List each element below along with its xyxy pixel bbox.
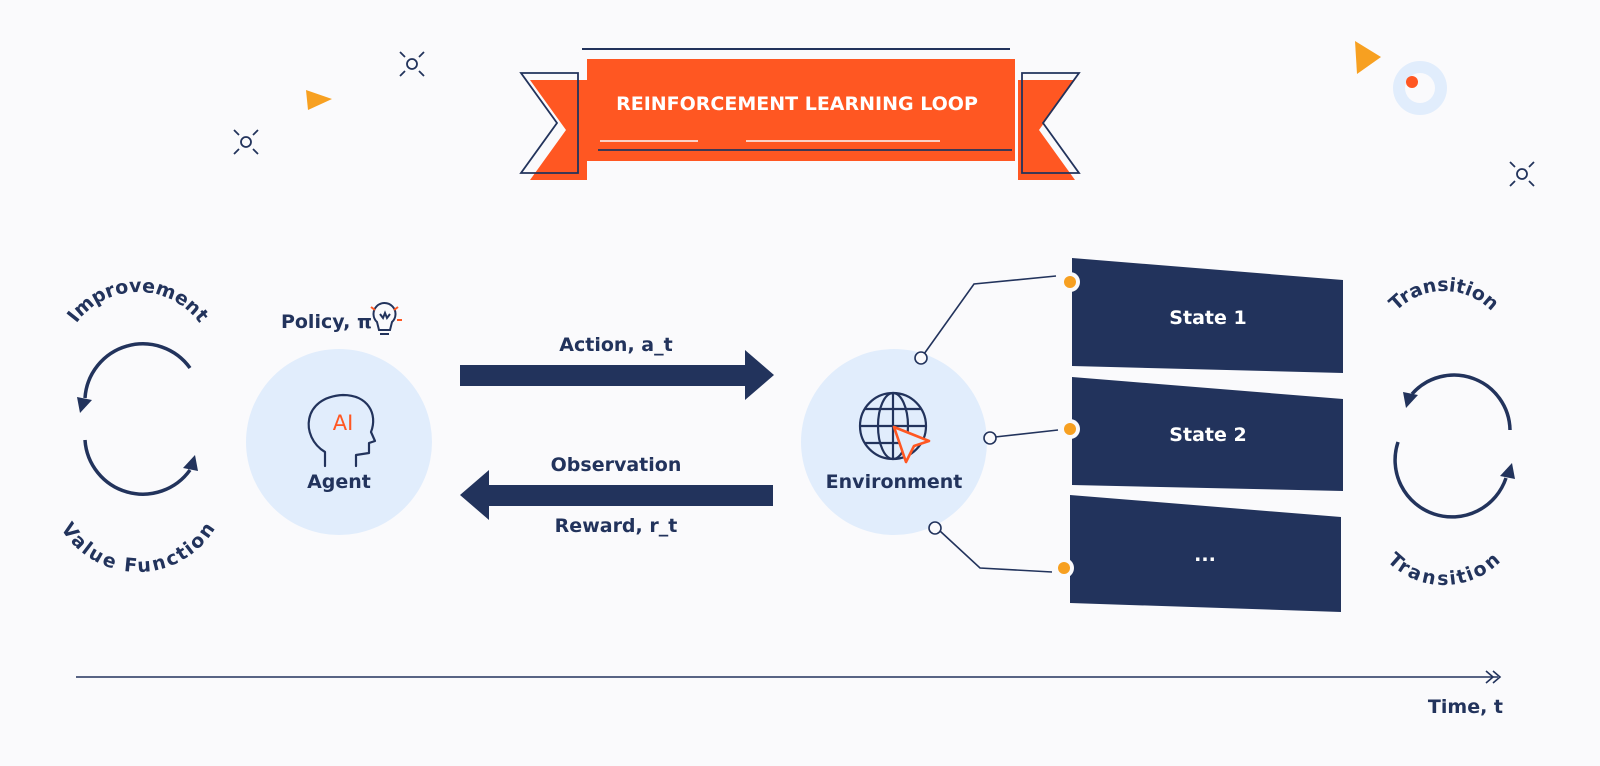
reward-label: Reward, r_t (555, 515, 678, 537)
transition-top-label: Transition (1385, 274, 1503, 315)
policy-label: Policy, π (281, 311, 372, 333)
action-arrow: Action, a_t (460, 334, 774, 400)
value-function-label: Value Function (56, 519, 219, 578)
environment-node: Environment (801, 349, 987, 535)
triangle-icon (1355, 41, 1381, 74)
improvement-label: Improvement (63, 275, 213, 327)
page-title: REINFORCEMENT LEARNING LOOP (616, 93, 978, 115)
title-ribbon: REINFORCEMENT LEARNING LOOP (519, 48, 1081, 180)
cycle-arrow-icon (83, 439, 192, 496)
state-card: ... (1054, 495, 1341, 612)
state-connectors (914, 275, 1059, 573)
state-card: State 2 (1060, 377, 1343, 491)
sparkle-icon (1509, 161, 1535, 187)
observation-arrow: Observation Reward, r_t (460, 454, 773, 537)
environment-label: Environment (826, 471, 963, 493)
agent-node: Policy, π AI Agent (246, 301, 432, 535)
lightbulb-icon (370, 301, 402, 335)
agent-label: Agent (307, 471, 371, 493)
globe-cursor-icon (858, 391, 931, 464)
head-icon (307, 393, 377, 468)
state-label: State 1 (1169, 307, 1246, 329)
left-cycle: Improvement Value Function (56, 275, 219, 577)
time-axis: Time, t (76, 670, 1503, 718)
action-label: Action, a_t (559, 334, 672, 356)
target-dot-icon (1393, 61, 1447, 115)
state-label: ... (1194, 544, 1216, 566)
observation-label: Observation (551, 454, 682, 476)
state-card: State 1 (1060, 258, 1343, 373)
cycle-arrow-icon (1393, 441, 1508, 519)
agent-icon-text: AI (333, 411, 354, 435)
state-label: State 2 (1169, 424, 1246, 446)
sparkle-icon (399, 51, 425, 77)
time-label: Time, t (1428, 696, 1503, 718)
right-cycle: Transition Transition (1383, 274, 1515, 590)
transition-bottom-label: Transition (1383, 548, 1504, 590)
sparkle-icon (233, 129, 259, 155)
triangle-icon (306, 90, 332, 110)
